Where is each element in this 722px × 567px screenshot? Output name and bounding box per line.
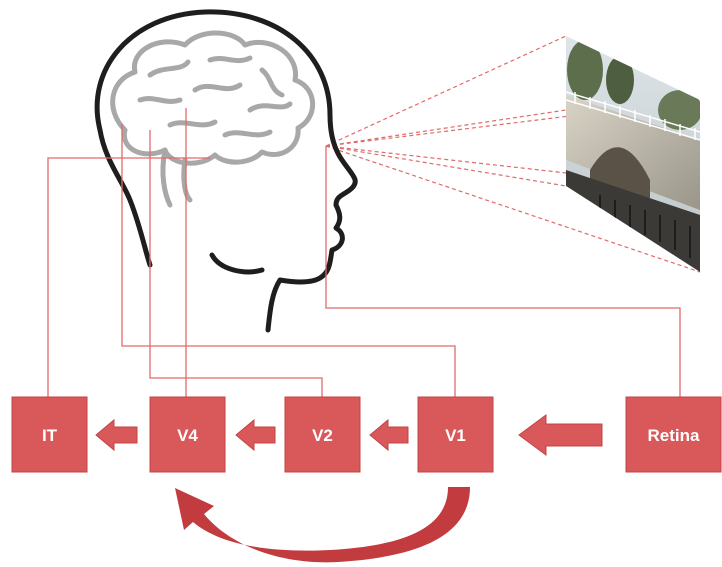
stage-label-retina: Retina <box>648 426 701 445</box>
flow-arrows <box>95 414 603 456</box>
connection-lines <box>47 108 681 397</box>
arrow-retina-to-v1 <box>518 414 603 456</box>
stage-box-v2: V2 <box>284 396 361 473</box>
arrow-v1-to-v2 <box>369 418 409 452</box>
stage-box-retina: Retina <box>625 396 722 473</box>
human-head-profile-icon <box>94 9 358 333</box>
field-of-view-lines <box>325 35 701 273</box>
stage-label-v4: V4 <box>177 426 198 445</box>
stage-label-v1: V1 <box>445 426 466 445</box>
stage-boxes: IT V4 V2 V1 Retina <box>11 396 722 473</box>
bridge-photo-image <box>566 36 700 272</box>
stage-box-v1: V1 <box>417 396 494 473</box>
arrow-v4-to-it <box>95 418 138 452</box>
skip-connection-arrow <box>175 487 470 563</box>
stage-box-v4: V4 <box>149 396 226 473</box>
stage-label-v2: V2 <box>312 426 333 445</box>
brain-icon <box>110 30 316 208</box>
arrow-v2-to-v4 <box>235 418 276 452</box>
stage-box-it: IT <box>11 396 88 473</box>
stage-label-it: IT <box>42 426 58 445</box>
